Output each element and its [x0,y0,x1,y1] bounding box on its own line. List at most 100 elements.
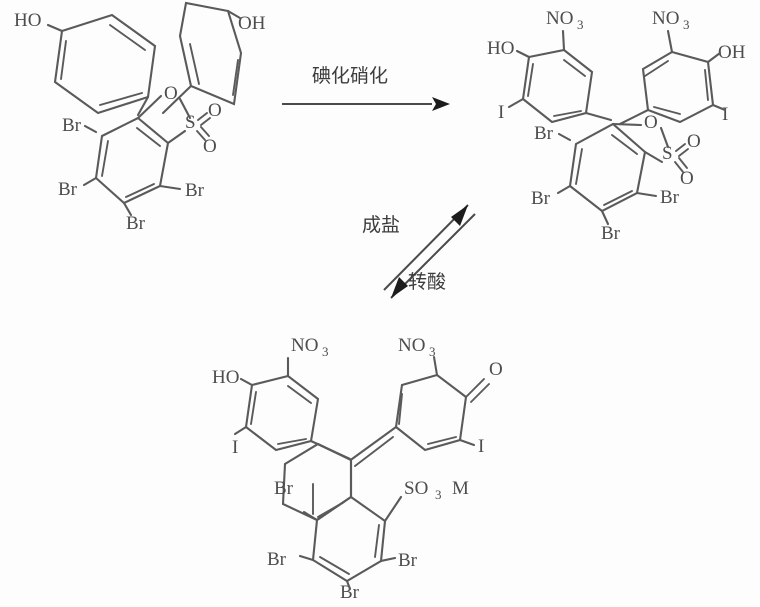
atom-label-product-so-lower: O [680,168,694,189]
bond-s-double-o-upper-a [197,112,208,121]
atom-label-nitro-right: NO [652,8,679,29]
structure-reactant: HO OH O S O O Br [14,1,266,234]
bond-ho-to-ring-left [46,23,64,33]
atom-label-product-lactone-o: O [644,112,658,133]
salt-bromo-ring [281,442,387,583]
atom-label-br-upper-left: Br [62,115,82,136]
reactant-left-phenol-ring [53,13,157,115]
equilibrium-arrow-head-down [391,277,408,298]
bond-product-s-o-upper-b [678,148,689,157]
bond-s-double-o-lower-a [196,130,206,141]
atom-label-iodine-left: I [498,102,504,123]
bond-product-ho-to-ring [515,49,531,59]
atom-label-product-so-upper: O [687,131,701,152]
product-left-phenol-ring [521,48,594,124]
bond-salt-center-double-a [350,425,398,461]
bond-center-to-lactone-o [136,94,163,120]
bond-salt-center-double-b [354,436,394,467]
bond-s-double-o-upper-b [200,117,211,126]
bond-salt-quinone-double-a [465,378,485,398]
atom-label-nitro-left-sub: 3 [577,17,584,32]
atom-label-br-bottom: Br [126,213,146,234]
product-bromo-ring [568,122,647,213]
bond-product-s-o-lower-b [678,157,688,169]
atom-label-oh-right: OH [238,13,266,34]
atom-label-sulfonyl-o-upper: O [208,100,222,121]
main-arrow-head [432,97,450,111]
atom-label-salt-br-bottom: Br [340,582,360,603]
bond-product-center-to-o [611,122,643,127]
atom-label-salt-iodine-right: I [478,436,484,457]
bond-lactone-o-to-s [178,97,192,120]
bond-product-br-bottom [600,209,610,226]
bond-salt-ho-to-ring [239,377,254,387]
bond-product-s-o-upper-a [675,143,686,152]
bond-product-center-right [618,108,650,126]
bond-product-o-to-s [659,126,670,149]
bond-iodine-right-to-ring [711,103,727,112]
bond-br-bottom [122,201,133,217]
bond-salt-br-lower-left [298,554,315,562]
atom-label-salt-nitro-left: NO [291,335,318,356]
main-arrow-label: 碘化硝化 [312,65,388,87]
bond-salt-quinone-double-b [470,383,490,403]
atom-label-ho-left: HO [14,10,41,31]
atom-label-lactone-o: O [164,83,178,104]
bond-product-center-left [584,111,613,122]
main-reaction-arrow [282,97,450,111]
bond-br-right [158,184,182,191]
atom-label-salt-quinone-o: O [489,359,503,380]
atom-label-salt-ho: HO [212,367,239,388]
salt-left-phenol-ring [244,374,320,452]
atom-label-salt-nitro-left-sub: 3 [322,344,329,359]
bond-product-oh-to-ring [706,51,722,64]
bond-oh-to-ring-right [226,9,242,20]
bond-salt-br-bottom [345,579,352,591]
bond-salt-br-right [379,556,397,563]
atom-label-salt-nitro-right: NO [398,335,425,356]
bond-br-upper-left [83,124,98,134]
atom-label-br-right: Br [185,180,205,201]
atom-label-salt-iodine-left: I [232,437,238,458]
bond-product-br-upper-left [557,132,572,142]
bond-product-s-o-lower-a [674,161,684,173]
bond-center-to-left-ring [136,95,150,117]
atom-label-product-br-bottom: Br [601,223,621,244]
atom-label-salt-counter-ion: M [452,478,469,499]
bond-product-br-lower-left [556,184,572,195]
bond-salt-iodine-left-to-ring [233,425,248,436]
atom-label-salt-sulfonate-sub: 3 [435,487,442,502]
atom-label-salt-br-lower-left: Br [267,549,287,570]
bond-s-double-o-lower-b [200,126,210,137]
atom-label-sulfur: S [185,112,196,133]
bond-nitro-left-to-ring [561,29,566,52]
atom-label-product-ho: HO [487,38,514,59]
atom-label-salt-br-upper-left: Br [274,478,294,499]
atom-label-salt-br-right: Br [398,550,418,571]
atom-label-product-br-right: Br [660,187,680,208]
structure-salt: NO 3 HO I NO 3 O I [212,335,503,603]
atom-label-iodine-right: I [722,104,728,125]
atom-label-product-br-upper-left: Br [534,123,554,144]
bond-salt-iodine-right-to-ring [458,438,476,447]
bond-s-to-aryl [166,129,187,145]
equilibrium-label-lower: 转酸 [408,271,446,293]
atom-label-sulfonyl-o-lower: O [203,136,217,157]
atom-label-salt-nitro-right-sub: 3 [429,344,436,359]
atom-label-salt-sulfonate: SO [404,478,428,499]
atom-label-product-br-lower-left: Br [531,188,551,209]
atom-label-product-oh: OH [718,42,746,63]
bond-iodine-left-to-ring [507,97,525,109]
reactant-bromo-ring [94,116,170,205]
equilibrium-arrow [383,204,476,299]
bond-salt-aryl-to-sulfonate [383,495,403,523]
bond-nitro-right-to-ring [666,29,674,54]
bond-center-to-right-ring [161,84,193,115]
atom-label-nitro-right-sub: 3 [683,17,690,32]
equilibrium-label-upper: 成盐 [362,214,400,236]
salt-right-quinoid-ring [394,373,468,452]
bond-product-s-to-aryl [643,150,664,164]
atom-label-product-sulfur: S [662,143,673,164]
bond-product-br-right [635,191,658,198]
